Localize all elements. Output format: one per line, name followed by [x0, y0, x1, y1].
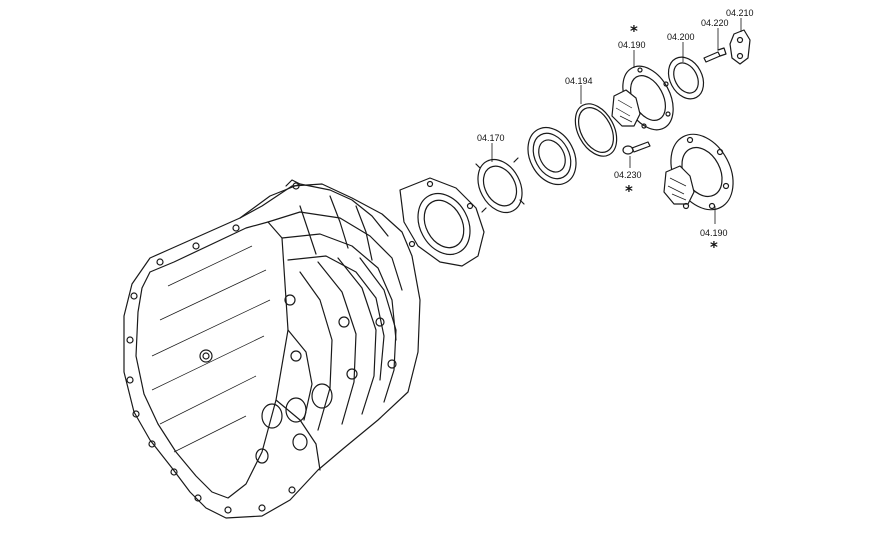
gearbox-housing: [123, 179, 421, 519]
label-04200: 04.200: [667, 32, 695, 42]
label-04190-bottom: 04.190: [700, 228, 728, 238]
label-04194: 04.194: [565, 76, 593, 86]
cover-plate-04200: [667, 56, 705, 100]
leader-lines: [491, 18, 742, 224]
housing-bolt-holes: [126, 224, 397, 514]
label-04190-top: 04.190: [618, 40, 646, 50]
housing-lower-ports: [255, 383, 333, 464]
bearing-cover-plate: [399, 177, 485, 267]
star-marker-04190-top: *: [630, 22, 638, 40]
label-04170: 04.170: [477, 133, 505, 143]
output-flange-bottom: [663, 133, 734, 211]
lock-plate-04210: [729, 29, 751, 65]
bearing-ring-04170: [475, 157, 525, 214]
label-04230: 04.230: [614, 170, 642, 180]
seal-ring-04194: [574, 103, 618, 157]
bolt-04220: [703, 47, 727, 63]
star-marker-04190-bottom: *: [710, 238, 718, 256]
output-flange-top: [611, 65, 674, 131]
label-04210: 04.210: [726, 8, 754, 18]
bearing: [527, 126, 577, 186]
label-04220: 04.220: [701, 18, 729, 28]
screw-04230: [622, 141, 651, 155]
star-marker-04230: *: [625, 182, 633, 200]
